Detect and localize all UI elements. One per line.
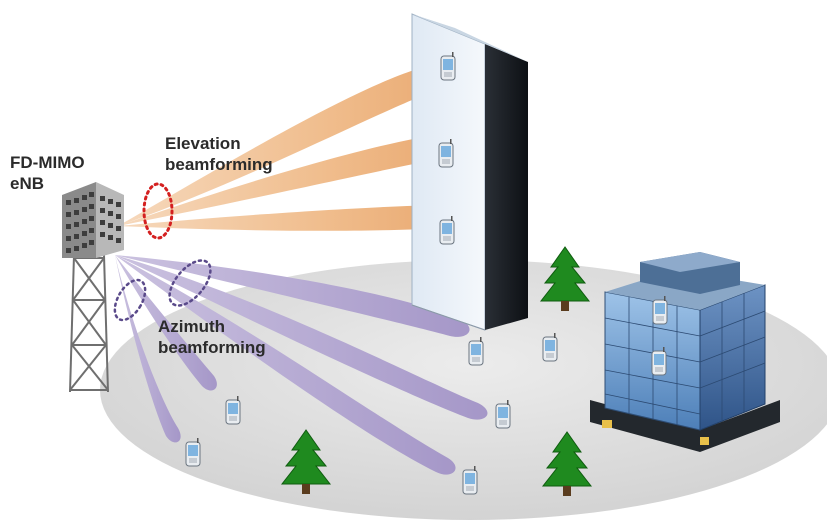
elevation-beam-2 xyxy=(118,134,462,226)
azimuth-label-line1: Azimuth xyxy=(158,317,226,336)
elevation-marker xyxy=(142,182,174,240)
phone-icon xyxy=(225,395,241,425)
tree-icon xyxy=(540,246,590,312)
azimuth-beamforming-label: Azimuth beamforming xyxy=(158,316,266,358)
phone-icon xyxy=(438,138,454,168)
elevation-beam-1 xyxy=(118,61,465,226)
fd-mimo-enb-label: FD-MIMO eNB xyxy=(10,152,85,194)
azimuth-beam-3 xyxy=(115,255,456,475)
fd-mimo-label-line1: FD-MIMO xyxy=(10,153,85,172)
azimuth-beam-2 xyxy=(115,255,488,420)
phone-icon xyxy=(439,215,455,245)
phone-icon xyxy=(542,332,558,362)
elevation-label-line2: beamforming xyxy=(165,155,273,174)
azimuth-markers xyxy=(113,259,212,322)
tall-building-icon xyxy=(411,13,528,331)
antenna-tower-icon xyxy=(62,182,124,393)
phone-icon xyxy=(495,399,511,429)
azimuth-beam-1 xyxy=(115,255,470,337)
azimuth-label-line2: beamforming xyxy=(158,338,266,357)
office-building-icon xyxy=(590,252,780,452)
fd-mimo-label-line2: eNB xyxy=(10,174,45,193)
azimuth-beam-5 xyxy=(115,255,181,443)
phone-icon xyxy=(468,336,484,366)
azimuth-beam-4 xyxy=(115,255,217,391)
phone-icon xyxy=(462,465,478,495)
phone-icon xyxy=(185,437,201,467)
elevation-beams xyxy=(118,61,465,231)
phone-icon xyxy=(440,51,456,81)
elevation-beam-3 xyxy=(118,205,461,231)
elevation-beamforming-label: Elevation beamforming xyxy=(165,133,273,175)
phone-icon xyxy=(652,295,668,325)
elevation-label-line1: Elevation xyxy=(165,134,241,153)
azimuth-beams xyxy=(115,255,488,475)
phone-icon xyxy=(651,346,667,376)
